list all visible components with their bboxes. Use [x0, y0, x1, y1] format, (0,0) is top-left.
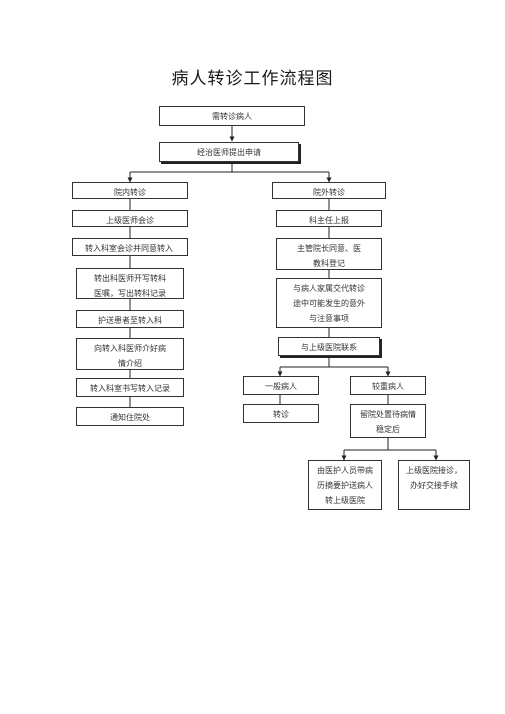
node-severe-patient: 较重病人	[350, 376, 426, 395]
page-title: 病人转诊工作流程图	[171, 69, 334, 89]
node-notify-admission: 通知住院处	[76, 407, 184, 426]
node-record-in: 转入科室书写转入记录	[76, 378, 184, 397]
node-refer: 转诊	[243, 404, 319, 423]
node-stabilize: 留院处置待病情 稳定后	[350, 404, 426, 438]
node-handover-condition: 向转入科医师介好病 情介绍	[76, 338, 184, 370]
node-inform-family: 与病人家属交代转诊 途中可能发生的意外 与注意事项	[276, 278, 382, 328]
node-internal: 院内转诊	[72, 182, 188, 199]
node-start: 需转诊病人	[159, 106, 305, 126]
node-transfer-out-orders: 转出科医师开写转科 医嘱，写出转科记录	[76, 268, 184, 299]
node-agree-transfer-in: 转入科室会诊并同意转入	[72, 238, 188, 256]
node-superior-receive: 上级医院接诊， 办好交接手续	[398, 460, 470, 510]
node-approve-register: 主管院长同意、医 教科登记	[276, 238, 382, 270]
node-nurse-escort: 由医护人员带病 历摘要护送病人 转上级医院	[308, 460, 382, 510]
node-apply: 经治医师提出申请	[159, 142, 299, 162]
node-consult: 上级医师会诊	[72, 210, 188, 227]
node-ordinary-patient: 一般病人	[243, 376, 319, 395]
node-director-report: 科主任上报	[276, 210, 382, 227]
node-contact-hospital: 与上级医院联系	[278, 337, 380, 356]
node-external: 院外转诊	[272, 182, 386, 199]
node-escort-patient: 护送患者至转入科	[76, 310, 184, 328]
